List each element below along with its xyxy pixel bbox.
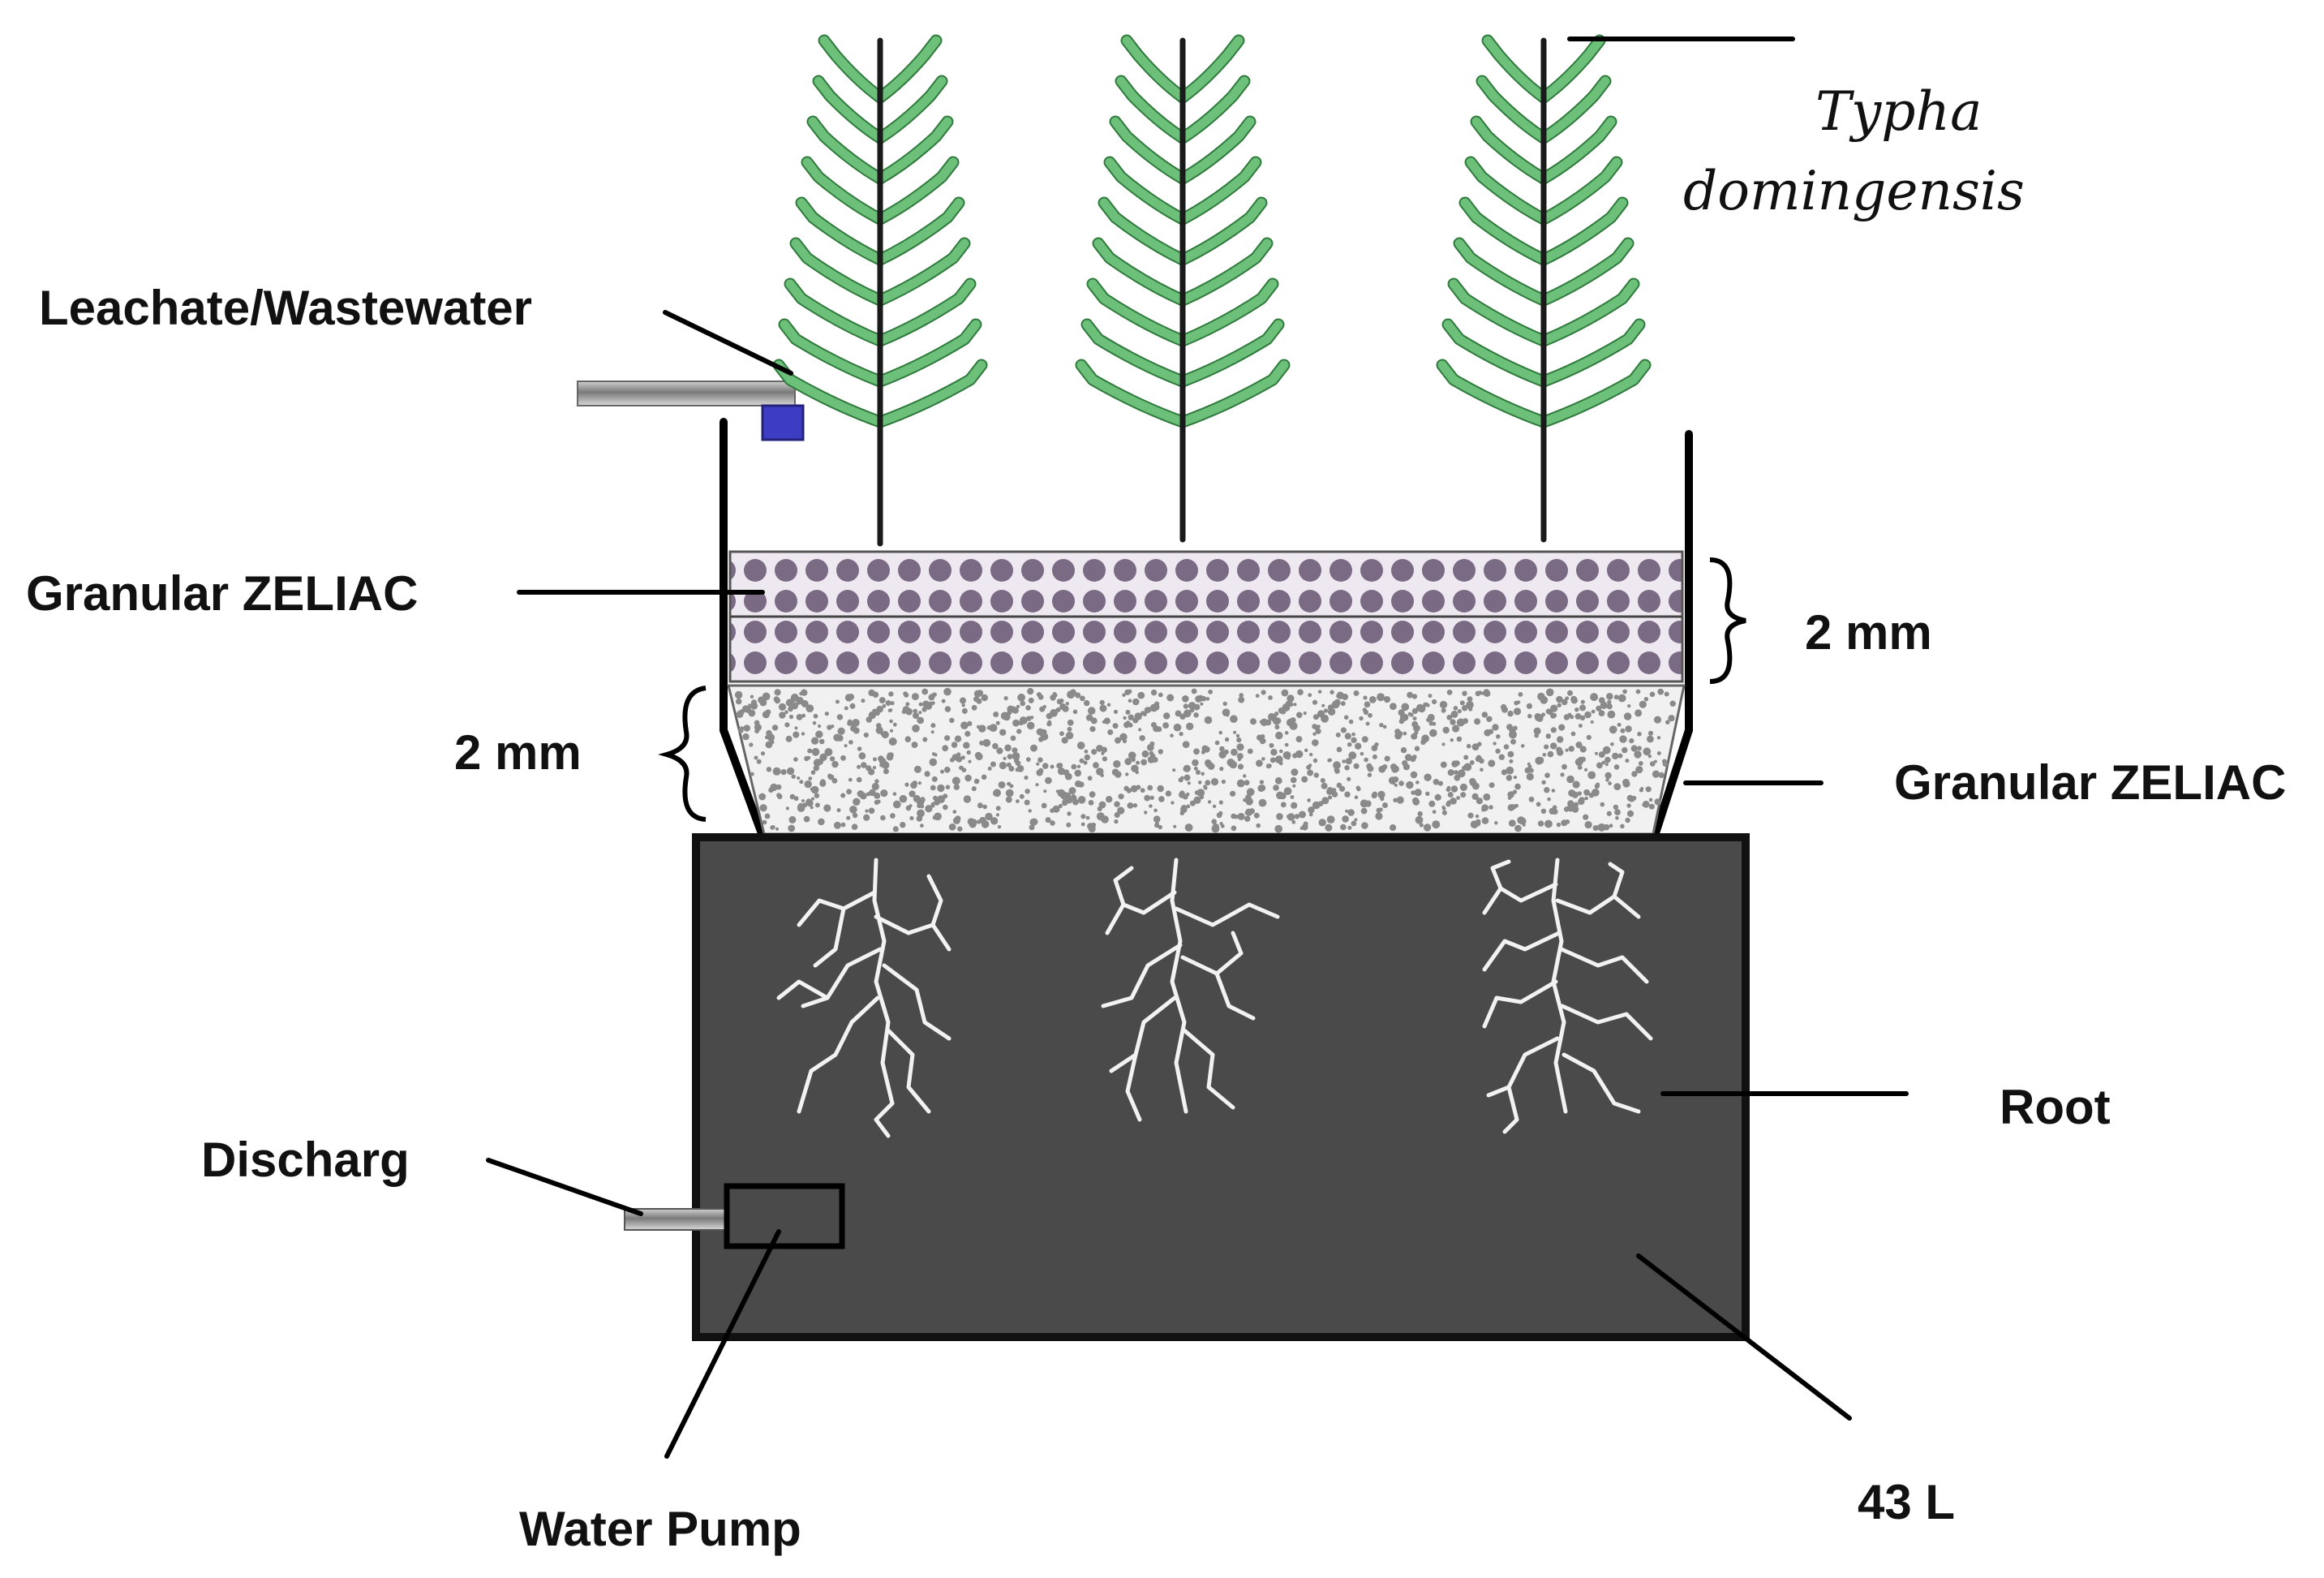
bed-walls	[720, 418, 1693, 840]
inlet-leader	[663, 310, 793, 376]
discharge-leader	[486, 1158, 643, 1216]
inlet-label: Leachate/Wastewater	[39, 281, 532, 335]
lower-media-label: Granular ZELIAC	[1894, 755, 2286, 810]
leader-lines	[486, 37, 1909, 1459]
lower-media-layer	[727, 684, 1686, 836]
root-system-2	[1101, 858, 1280, 1122]
root-system-3	[1482, 858, 1653, 1134]
water-pump	[724, 1183, 845, 1249]
gravel-particles	[734, 687, 1676, 833]
lower-thickness-label: 2 mm	[454, 725, 582, 780]
volume-label: 43 L	[1858, 1475, 1955, 1529]
upper-thickness-label: 2 mm	[1805, 605, 1932, 660]
species-label-line1: Typha	[1815, 80, 1982, 143]
typha-plant-1	[772, 34, 988, 547]
species-label-line2: domingensis	[1683, 160, 2025, 222]
typha-plant-3	[1436, 34, 1652, 543]
pump-leader	[664, 1229, 781, 1459]
typha-plant-2	[1075, 34, 1291, 543]
upper-media-label: Granular ZELIAC	[26, 566, 418, 621]
volume-leader	[1636, 1253, 1852, 1421]
inlet-nozzle	[761, 404, 805, 441]
pump-label: Water Pump	[519, 1502, 801, 1556]
root-label: Root	[2000, 1080, 2111, 1134]
inlet-pipe	[577, 381, 805, 441]
lower-thickness-brace	[658, 686, 707, 822]
root-system-1	[776, 858, 952, 1138]
discharge-label: Discharg	[201, 1133, 410, 1187]
upper-thickness-brace	[1709, 557, 1746, 684]
upper-media-layer	[728, 550, 1684, 683]
